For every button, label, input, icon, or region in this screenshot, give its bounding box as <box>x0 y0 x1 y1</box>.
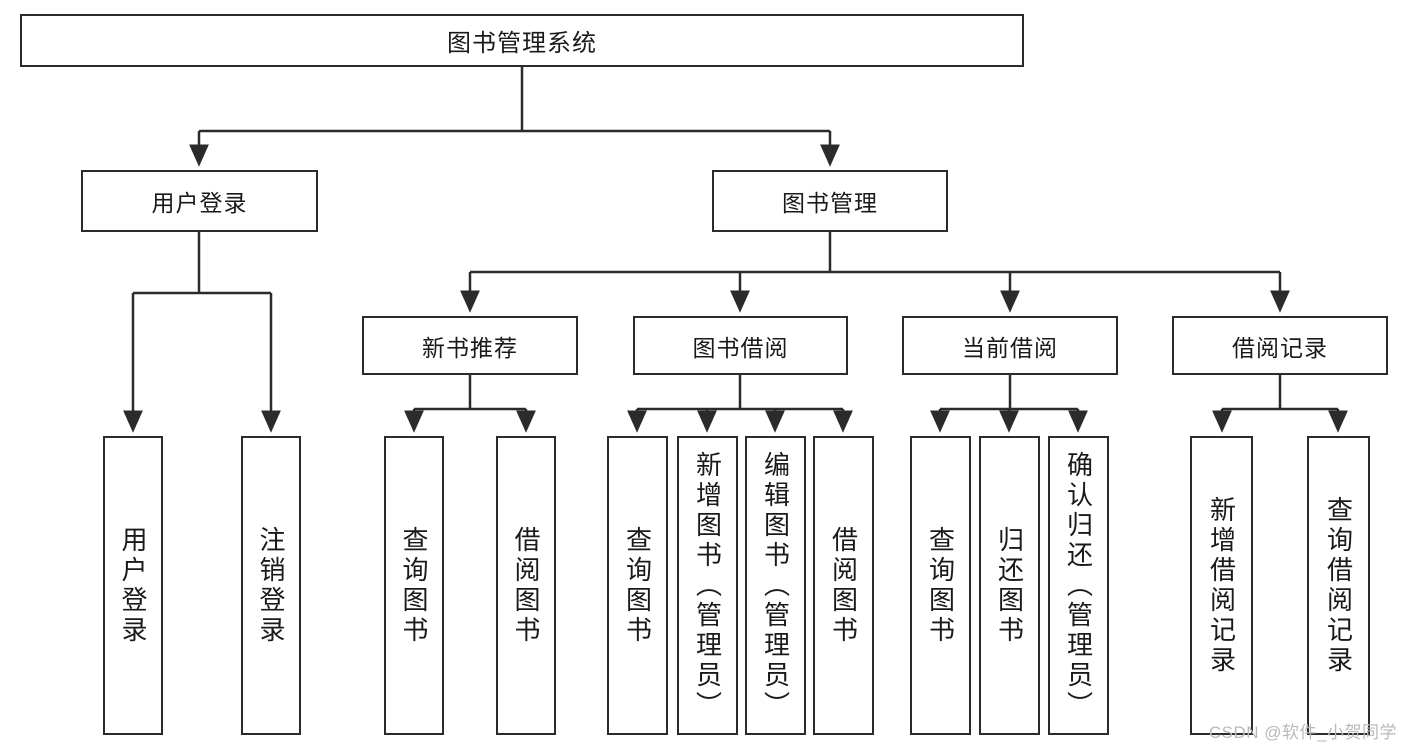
leaf-new-book-query-book[interactable]: 查询图书 <box>384 436 444 735</box>
leaf-new-book-borrow-book[interactable]: 借阅图书 <box>496 436 556 735</box>
csdn-watermark: CSDN @软件_小贺同学 <box>1208 723 1397 742</box>
leaf-user-login-logout[interactable]: 注销登录 <box>241 436 301 735</box>
node-borrow-record[interactable]: 借阅记录 <box>1172 316 1388 375</box>
leaf-current-borrow-confirm-return-admin[interactable]: 确认归还（管理员） <box>1048 436 1109 735</box>
node-new-book-recommend[interactable]: 新书推荐 <box>362 316 578 375</box>
leaf-borrow-book-borrow-book[interactable]: 借阅图书 <box>813 436 874 735</box>
node-book-management[interactable]: 图书管理 <box>712 170 948 232</box>
leaf-borrow-record-query-record[interactable]: 查询借阅记录 <box>1307 436 1370 735</box>
leaf-user-login-login[interactable]: 用户登录 <box>103 436 163 735</box>
leaf-borrow-record-add-record[interactable]: 新增借阅记录 <box>1190 436 1253 735</box>
leaf-borrow-book-edit-book-admin[interactable]: 编辑图书（管理员） <box>745 436 806 735</box>
node-current-borrow[interactable]: 当前借阅 <box>902 316 1118 375</box>
leaf-borrow-book-add-book-admin[interactable]: 新增图书（管理员） <box>677 436 738 735</box>
node-root-system[interactable]: 图书管理系统 <box>20 14 1024 67</box>
leaf-borrow-book-query-book[interactable]: 查询图书 <box>607 436 668 735</box>
leaf-current-borrow-return-book[interactable]: 归还图书 <box>979 436 1040 735</box>
node-user-login[interactable]: 用户登录 <box>81 170 318 232</box>
node-book-borrow[interactable]: 图书借阅 <box>633 316 848 375</box>
leaf-current-borrow-query-book[interactable]: 查询图书 <box>910 436 971 735</box>
